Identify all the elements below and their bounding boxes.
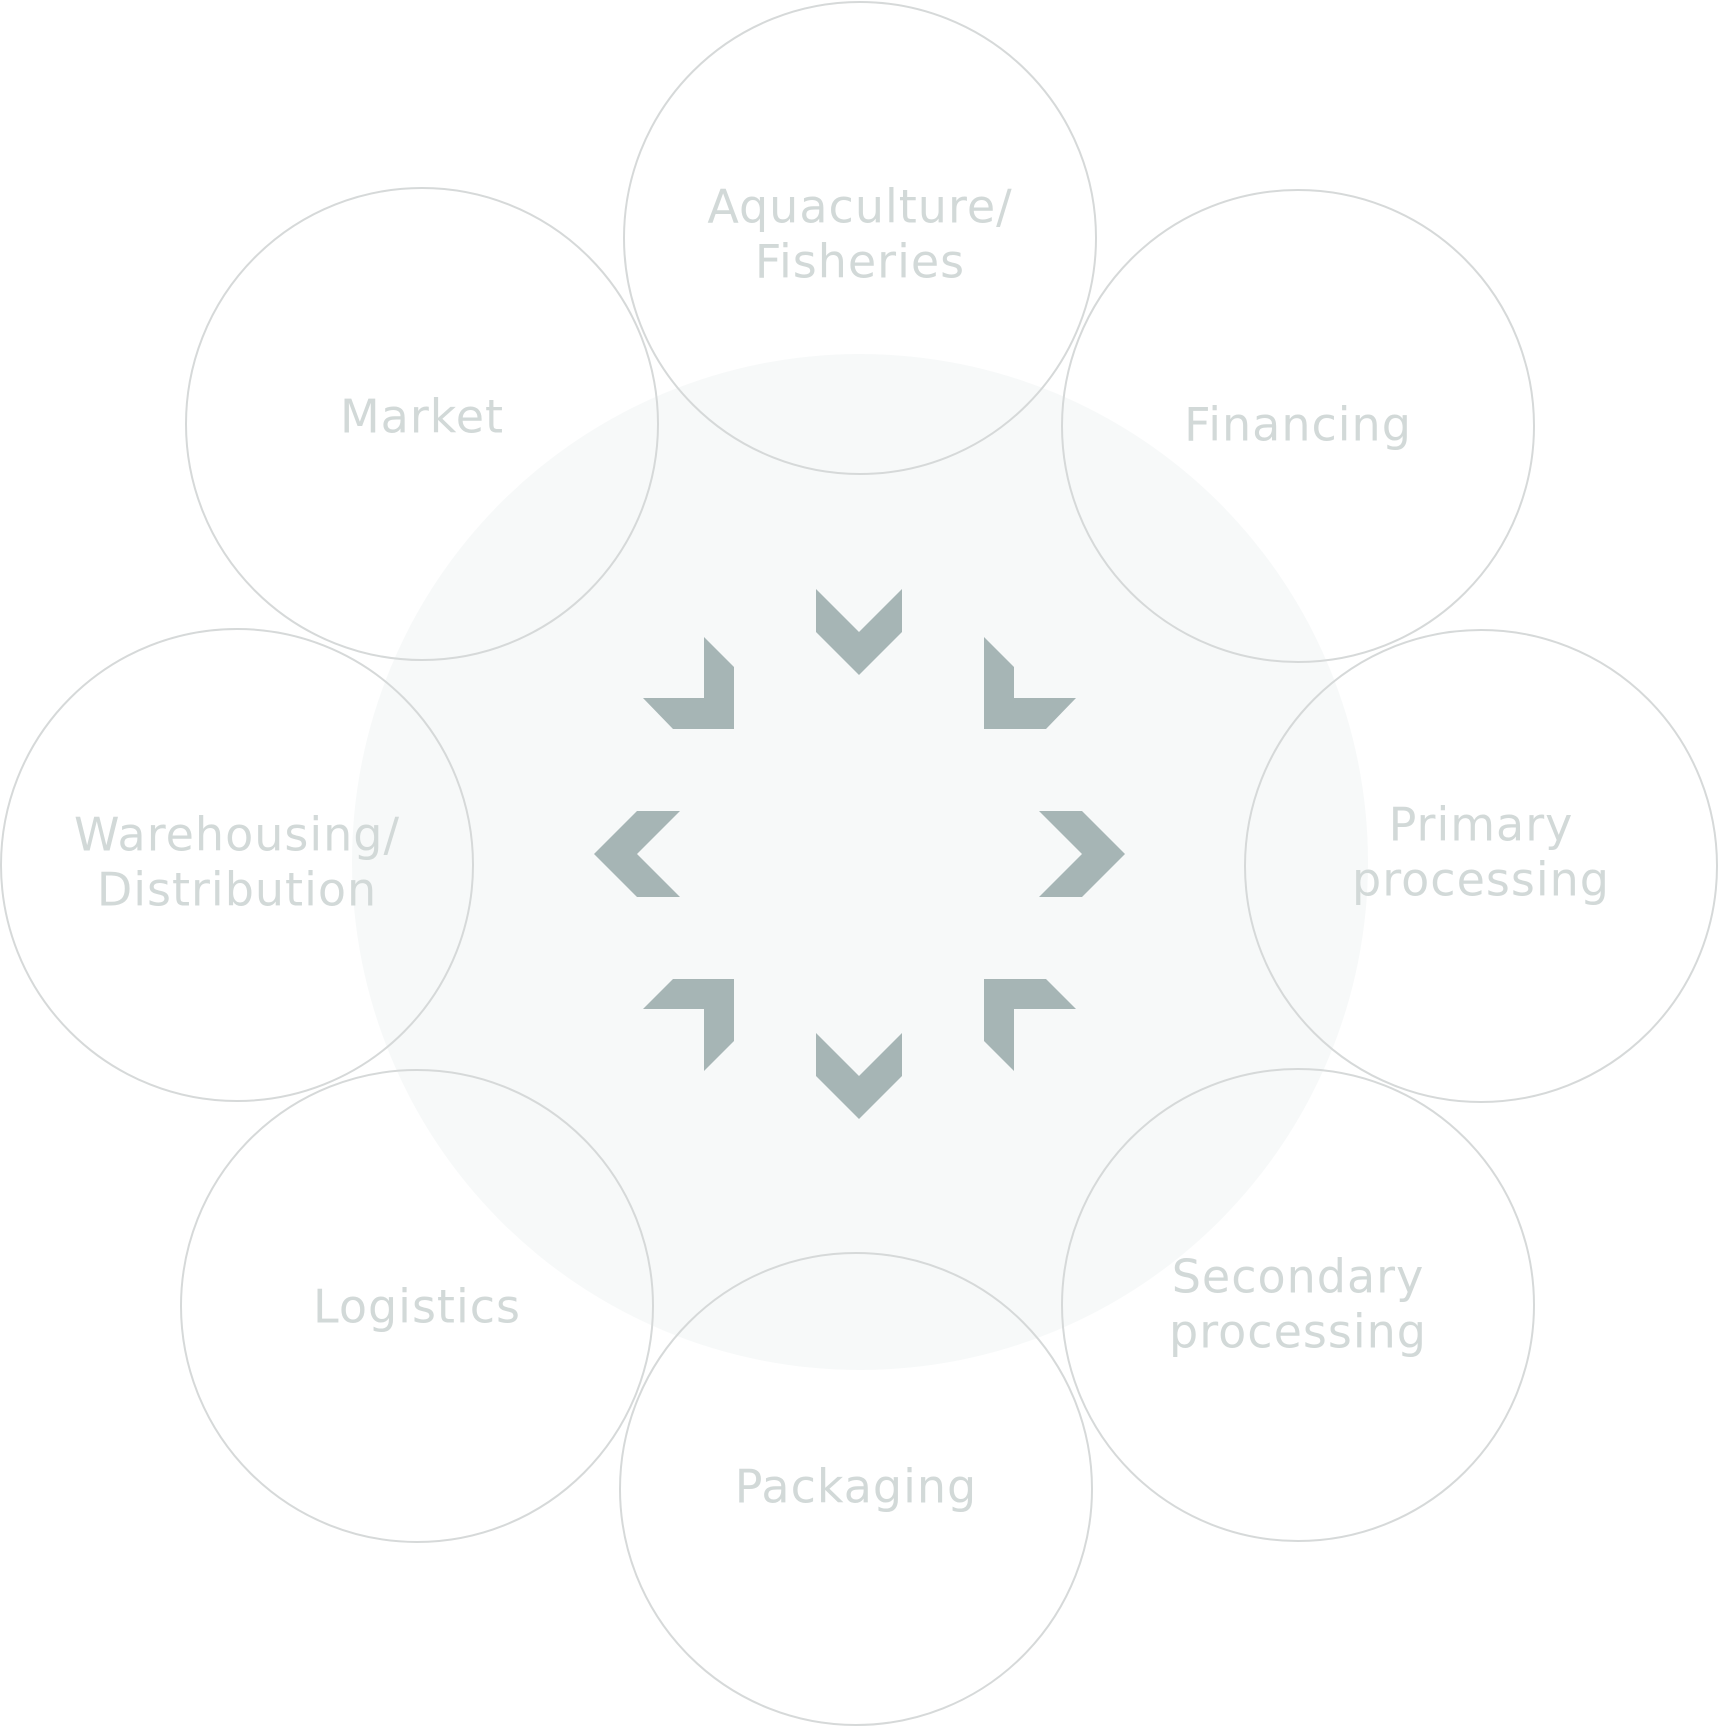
- node-label: Market: [340, 390, 504, 444]
- node-financing: Financing: [1061, 189, 1535, 663]
- node-circle: [619, 1252, 1093, 1726]
- node-label: Aquaculture/: [707, 180, 1012, 234]
- node-label: Secondary: [1172, 1250, 1425, 1304]
- node-label: processing: [1352, 853, 1610, 907]
- node-packaging: Packaging: [619, 1252, 1093, 1726]
- center-disc: [352, 354, 1368, 1370]
- node-label: Distribution: [97, 863, 377, 917]
- center-arrows: [594, 589, 1125, 1119]
- node-market: Market: [185, 187, 659, 661]
- node-circle: [1061, 1068, 1535, 1542]
- down-left-arrow-icon: [643, 979, 734, 1071]
- down-right-arrow-icon: [984, 979, 1076, 1071]
- node-aquaculture: Aquaculture/Fisheries: [623, 1, 1097, 475]
- node-warehousing: Warehousing/Distribution: [0, 628, 474, 1102]
- up-left-arrow-icon: [643, 637, 734, 729]
- node-label: Warehousing/: [74, 808, 400, 862]
- node-circle: [1061, 189, 1535, 663]
- node-label: Packaging: [735, 1460, 978, 1514]
- node-circle: [185, 187, 659, 661]
- up-right-arrow-icon: [984, 637, 1076, 729]
- down-arrow-icon: [816, 1033, 902, 1119]
- node-logistics: Logistics: [180, 1069, 654, 1543]
- node-label: Financing: [1184, 398, 1412, 452]
- node-circle: [1244, 629, 1718, 1103]
- node-circle: [180, 1069, 654, 1543]
- node-label: processing: [1169, 1305, 1427, 1359]
- right-arrow-icon: [1039, 811, 1125, 897]
- node-label: Fisheries: [755, 235, 965, 289]
- node-label: Logistics: [313, 1280, 521, 1334]
- left-arrow-icon: [594, 811, 680, 897]
- node-label: Primary: [1389, 798, 1574, 852]
- node-circle: [0, 628, 474, 1102]
- node-circle: [623, 1, 1097, 475]
- up-arrow-icon: [816, 589, 902, 675]
